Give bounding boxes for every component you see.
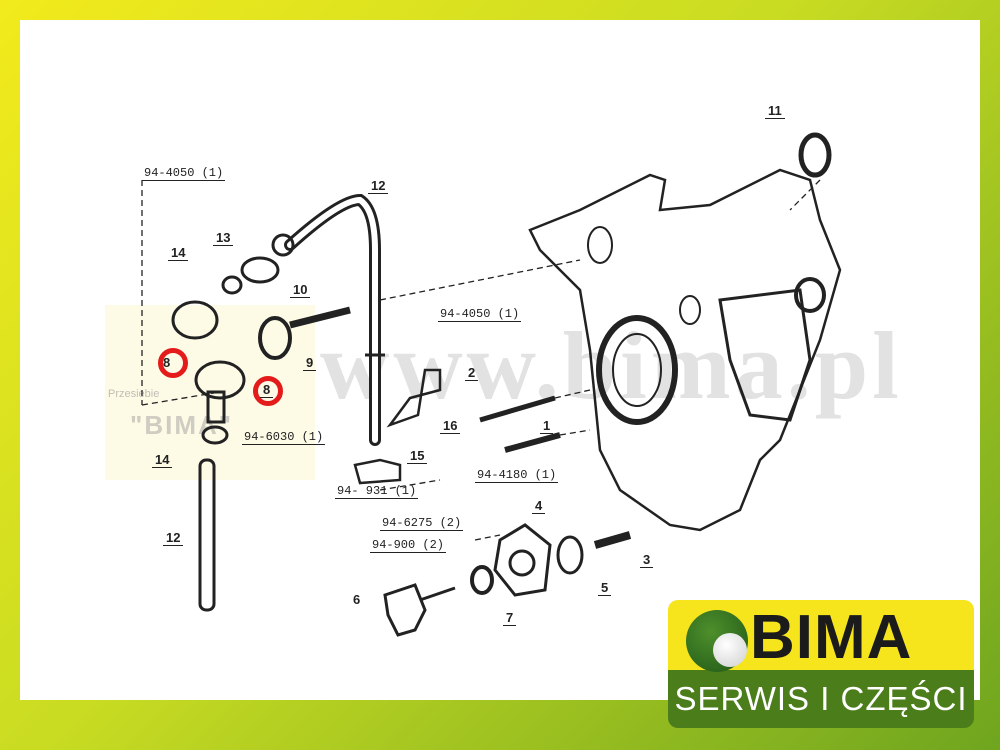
parts-diagram: Przesiebie "BIMA" www.bima.pl bbox=[20, 20, 980, 700]
part-7-seal bbox=[470, 565, 494, 595]
part-label-1[interactable]: 1 bbox=[540, 418, 554, 434]
part-1-pin bbox=[504, 432, 561, 453]
watermark-brand: "BIMA" bbox=[130, 410, 234, 440]
part-8-fitting-a bbox=[171, 300, 219, 340]
part-3-shaft bbox=[593, 531, 632, 549]
watermark-small-text: Przesiebie bbox=[108, 388, 160, 400]
part-label-13[interactable]: 13 bbox=[213, 230, 234, 246]
ref-label-6: 94-6275 (2) bbox=[380, 516, 464, 531]
part-5-oring bbox=[556, 535, 584, 575]
part-label-14-lower[interactable]: 14 bbox=[152, 452, 173, 468]
part-10-bolt bbox=[289, 306, 351, 329]
part-15-clamp bbox=[353, 458, 402, 485]
part-9-washer bbox=[258, 316, 292, 360]
ref-label-7: 94-900 (2) bbox=[370, 538, 447, 553]
part-16-bracket bbox=[386, 368, 442, 428]
logo-brand: BIMA bbox=[750, 603, 913, 672]
parts-drawing bbox=[141, 132, 842, 637]
highlight-part-8a bbox=[158, 348, 188, 378]
part-label-3[interactable]: 3 bbox=[640, 552, 654, 568]
ref-label-4: 94- 931 (1) bbox=[335, 484, 419, 499]
logo-white-ball-icon bbox=[713, 633, 747, 667]
part-2-rod bbox=[479, 395, 556, 423]
ref-label-3: 94-6030 (1) bbox=[242, 430, 326, 445]
highlight-part-8b bbox=[253, 376, 283, 406]
gear-housing bbox=[528, 168, 842, 532]
part-label-8a[interactable]: 8 bbox=[163, 355, 171, 370]
ref-label-5: 94-4180 (1) bbox=[475, 468, 559, 483]
part-label-15[interactable]: 15 bbox=[407, 448, 428, 464]
part-6-valve bbox=[383, 583, 456, 637]
bima-logo: BIMA SERWIS I CZĘŚCI bbox=[668, 600, 974, 730]
logo-tagline: SERWIS I CZĘŚCI bbox=[674, 680, 968, 717]
part-label-10[interactable]: 10 bbox=[290, 282, 311, 298]
part-11-seal bbox=[798, 132, 832, 178]
part-12-tube-lower bbox=[198, 458, 216, 612]
part-label-7[interactable]: 7 bbox=[503, 610, 517, 626]
part-label-8b[interactable]: 8 bbox=[260, 382, 274, 398]
part-label-9[interactable]: 9 bbox=[303, 355, 317, 371]
part-label-4[interactable]: 4 bbox=[532, 498, 546, 514]
part-label-16[interactable]: 16 bbox=[440, 418, 461, 434]
logo-bottom-band bbox=[668, 670, 974, 728]
part-label-12-upper[interactable]: 12 bbox=[368, 178, 389, 194]
part-label-14-upper[interactable]: 14 bbox=[168, 245, 189, 261]
ref-label-1: 94-4050 (1) bbox=[142, 166, 226, 181]
ref-label-2: 94-4050 (1) bbox=[438, 307, 522, 322]
part-label-12-lower[interactable]: 12 bbox=[163, 530, 184, 546]
part-label-11[interactable]: 11 bbox=[765, 103, 785, 119]
part-4-flange bbox=[493, 523, 552, 597]
part-label-6[interactable]: 6 bbox=[353, 592, 361, 607]
part-label-2[interactable]: 2 bbox=[465, 365, 479, 381]
part-8-fitting-b bbox=[194, 360, 246, 400]
part-label-5[interactable]: 5 bbox=[598, 580, 612, 596]
part-13-sleeve bbox=[240, 256, 280, 284]
